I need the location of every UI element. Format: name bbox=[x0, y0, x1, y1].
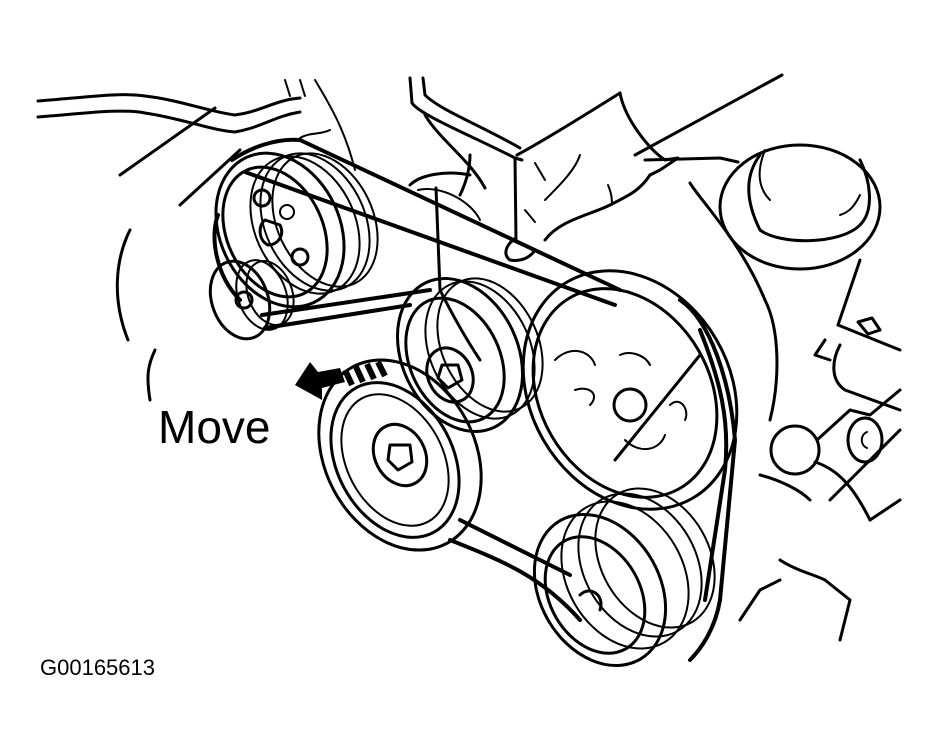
lower-left-pulley bbox=[317, 358, 483, 552]
upper-left-pulley bbox=[214, 151, 379, 309]
reservoir bbox=[688, 143, 902, 422]
hand bbox=[504, 73, 784, 262]
small-idler-pulley bbox=[208, 259, 295, 341]
large-center-pulley bbox=[521, 269, 739, 511]
upper-bracket bbox=[408, 76, 524, 362]
figure-id-label: G00165613 bbox=[40, 655, 155, 680]
crankshaft-pulley bbox=[532, 487, 716, 667]
move-label: Move bbox=[158, 401, 271, 453]
hose-lines bbox=[36, 79, 356, 207]
right-bracket bbox=[738, 388, 902, 642]
tensioner-pulley bbox=[396, 276, 544, 434]
move-arrow-icon bbox=[295, 360, 388, 400]
engine-outline-left bbox=[115, 228, 157, 402]
